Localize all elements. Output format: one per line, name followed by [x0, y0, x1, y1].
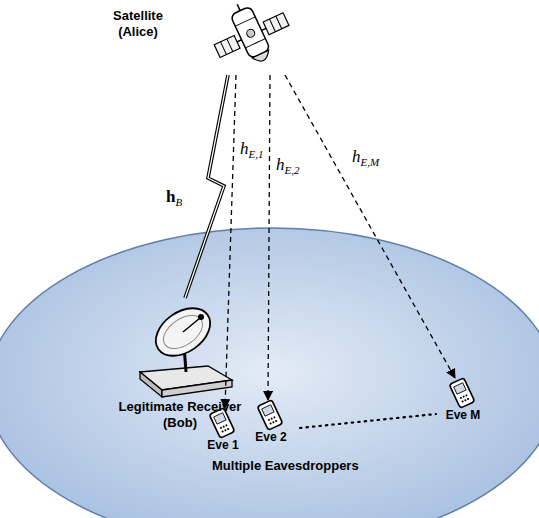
- wireless-link: [185, 75, 228, 298]
- coverage-region: [0, 228, 539, 518]
- phone-icon: [449, 378, 474, 408]
- channel-label: hE,1: [240, 140, 263, 160]
- eavesdrop-link: [285, 75, 455, 378]
- node-label: Eve 2: [248, 430, 294, 444]
- node-label: Satellite (Alice): [105, 8, 171, 39]
- satellite-node: Satellite (Alice): [105, 2, 290, 75]
- eavesdropper-node: Eve 2: [248, 400, 294, 447]
- node-label: Legitimate Receiver (Bob): [110, 399, 250, 430]
- eavesdropper-node: Eve 1: [200, 408, 246, 455]
- node-label: Eve 1: [200, 438, 246, 452]
- wireless-link-core: [185, 75, 228, 298]
- eavesdrop-link: [225, 75, 236, 408]
- phone-icon: [257, 400, 282, 430]
- eavesdropper-node: Eve M: [440, 378, 486, 425]
- channel-label: hB: [166, 188, 182, 208]
- dish-antenna-icon: [140, 298, 232, 397]
- channel-label: hE,2: [276, 156, 299, 176]
- eavesdrop-link: [268, 75, 270, 400]
- group-label: Multiple Eavesdroppers: [212, 458, 359, 473]
- satellite-icon: [203, 0, 298, 77]
- node-label: Eve M: [440, 408, 486, 422]
- channel-label: hE,M: [352, 148, 379, 168]
- receiver-node: Legitimate Receiver (Bob): [110, 298, 250, 433]
- ellipsis-dots: [300, 414, 436, 428]
